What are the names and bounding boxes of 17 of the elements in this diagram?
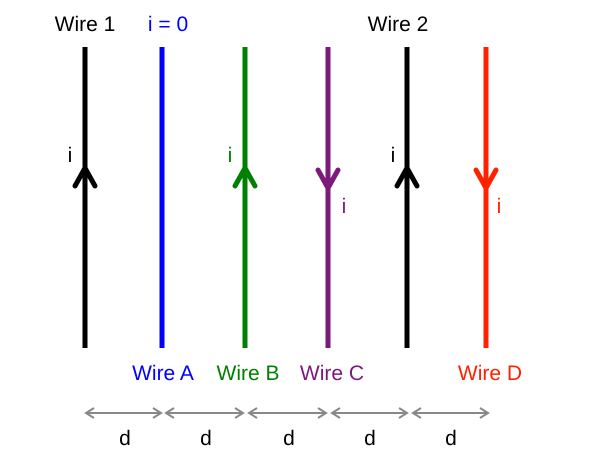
dimension-label: d: [119, 428, 131, 449]
wire-label: Wire A: [132, 363, 194, 384]
wire-label: Wire 2: [368, 14, 428, 35]
current-label: i: [68, 145, 72, 166]
wire-label: Wire C: [300, 363, 364, 384]
dimension-label: d: [283, 428, 295, 449]
current-label: i: [390, 145, 396, 166]
current-label: i = 0: [148, 14, 188, 35]
dimension-label: d: [364, 428, 376, 449]
current-label: i: [228, 145, 232, 166]
current-label: i: [496, 196, 502, 217]
current-label: i: [342, 196, 346, 217]
wire-label: Wire 1: [54, 14, 116, 35]
wire-label: Wire B: [216, 363, 280, 384]
wire-label: Wire D: [458, 363, 522, 384]
dimension-label: d: [445, 428, 457, 449]
dimension-label: d: [200, 428, 212, 449]
